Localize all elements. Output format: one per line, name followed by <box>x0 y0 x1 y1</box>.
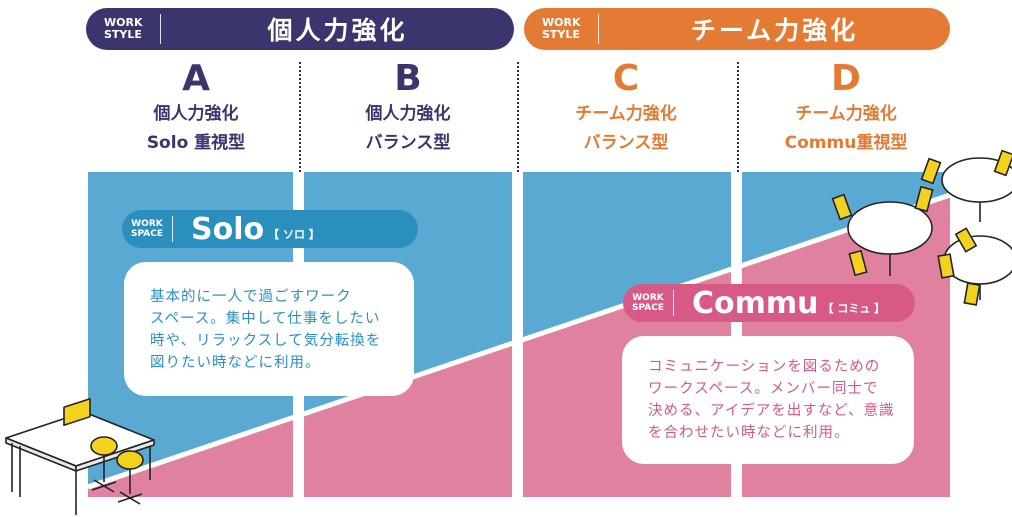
solo-description-card: 基本的に一人で過ごすワーク スペース。集中して仕事をしたい 時や、リラックスして… <box>124 262 414 396</box>
description-line: 決める、アイデアを出すなど、意識 <box>648 403 895 419</box>
column-line2: Solo 重視型 <box>146 133 246 153</box>
tag-line1: WORK <box>104 16 143 29</box>
tag-line2: STYLE <box>542 28 580 41</box>
work-space-tag: WORK SPACE <box>623 293 673 313</box>
solo-space-pill: WORK SPACE Solo 【 ソロ 】 <box>122 210 418 248</box>
work-style-tag: WORK STYLE <box>86 17 160 41</box>
description-line: 基本的に一人で過ごすワーク <box>150 289 352 305</box>
banner-title: 個人力強化 <box>267 16 408 45</box>
column-header-d: D チーム力強化 Commu重視型 <box>738 58 954 158</box>
header-divider-cd <box>737 62 739 172</box>
pill-separator <box>172 216 173 242</box>
column-header-c: C チーム力強化 バランス型 <box>518 58 734 158</box>
space-name: Solo <box>191 211 265 247</box>
commu-space-pill: WORK SPACE Commu 【 コミュ 】 <box>623 284 915 322</box>
column-line1: 個人力強化 <box>153 104 239 124</box>
space-kana: 【 コミュ 】 <box>822 302 886 315</box>
commu-description-card: コミュニケーションを図るための ワークスペース。メンバー同士で 決める、アイデア… <box>622 336 914 464</box>
pill-separator <box>673 290 674 316</box>
description-line: ワークスペース。メンバー同士で <box>648 381 879 397</box>
work-space-tag: WORK SPACE <box>122 219 172 239</box>
tag-line1: WORK <box>131 219 163 229</box>
banner-title: チーム力強化 <box>690 16 859 45</box>
column-header-b: B 個人力強化 バランス型 <box>300 58 516 158</box>
column-line1: チーム力強化 <box>795 104 897 124</box>
desk-chairs-illustration <box>5 397 155 515</box>
column-line2: バランス型 <box>583 133 669 153</box>
description-line: 図りたい時などに利用。 <box>150 355 321 371</box>
column-letter: C <box>612 58 640 99</box>
individual-strength-banner: WORK STYLE 個人力強化 <box>86 8 514 50</box>
column-divider-bc <box>512 172 523 502</box>
tag-line1: WORK <box>632 293 664 303</box>
description-line: 時や、リラックスして気分転換を <box>150 333 382 349</box>
tag-line1: WORK <box>542 16 581 29</box>
work-style-tag: WORK STYLE <box>524 17 598 41</box>
column-line2: Commu重視型 <box>784 133 908 153</box>
column-line2: バランス型 <box>365 133 451 153</box>
space-kana: 【 ソロ 】 <box>268 228 320 241</box>
description-line: を合わせたい時などに利用。 <box>648 425 850 441</box>
column-letter: D <box>831 58 861 99</box>
header-divider-ab <box>299 62 301 172</box>
round-tables-illustration <box>831 149 1012 306</box>
column-letter: B <box>394 58 422 99</box>
column-letter: A <box>182 58 210 99</box>
column-line1: 個人力強化 <box>365 104 451 124</box>
space-name: Commu <box>692 285 819 321</box>
tag-line2: SPACE <box>632 303 664 313</box>
team-strength-banner: WORK STYLE チーム力強化 <box>524 8 950 50</box>
tag-line2: SPACE <box>131 229 163 239</box>
description-line: スペース。集中して仕事をしたい <box>150 311 381 327</box>
header-divider-bc <box>517 62 519 172</box>
column-line1: チーム力強化 <box>575 104 677 124</box>
banner-separator <box>598 14 599 44</box>
banner-separator <box>160 14 161 44</box>
description-line: コミュニケーションを図るための <box>648 359 881 375</box>
column-header-a: A 個人力強化 Solo 重視型 <box>88 58 304 158</box>
tag-line2: STYLE <box>104 28 142 41</box>
